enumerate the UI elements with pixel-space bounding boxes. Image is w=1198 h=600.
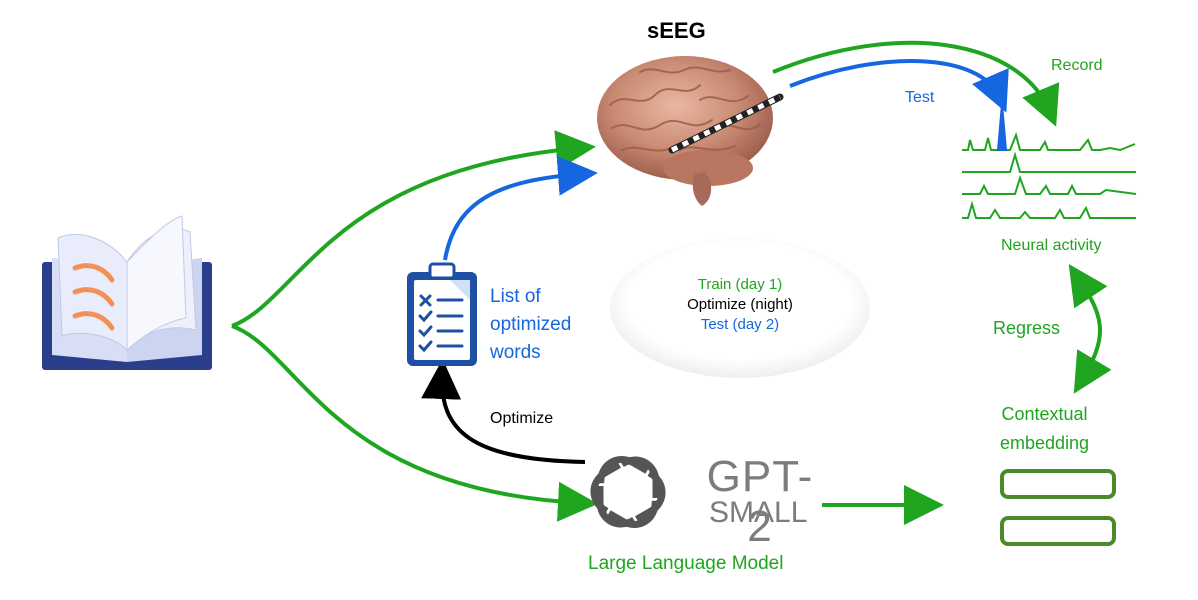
arrow-record bbox=[772, 40, 1060, 127]
schedule-test: Test (day 2) bbox=[700, 316, 780, 333]
trace-1 bbox=[962, 131, 1136, 152]
seeg-title: sEEG bbox=[647, 18, 706, 43]
test-spike bbox=[996, 103, 1008, 151]
gpt2-main-text: GPT-2 bbox=[706, 452, 814, 551]
arrow-optimize bbox=[421, 359, 586, 464]
gpt2-sub-text: SMALL bbox=[709, 496, 808, 529]
arrow-list-to-brain bbox=[443, 155, 598, 261]
electrode-icon bbox=[668, 93, 784, 154]
openai-logo-icon bbox=[590, 456, 666, 528]
trace-4 bbox=[962, 200, 1136, 219]
arrow-book-to-brain bbox=[231, 130, 596, 328]
llm-label: Large Language Model bbox=[588, 553, 784, 574]
regress-label: Regress bbox=[993, 318, 1061, 338]
brain-icon bbox=[597, 56, 773, 206]
clipboard-icon bbox=[407, 262, 477, 366]
contextual-embedding-line1: Contextual bbox=[1001, 404, 1088, 424]
embedding-icon bbox=[1000, 469, 1116, 546]
schedule-optimize: Optimize (night) bbox=[687, 296, 793, 313]
arrow-book-to-llm bbox=[231, 324, 598, 522]
arrow-regress bbox=[1068, 264, 1112, 394]
test-label: Test bbox=[905, 89, 935, 106]
neural-activity-traces bbox=[962, 103, 1137, 219]
schedule-box: Train (day 1) Optimize (night) Test (day… bbox=[610, 237, 870, 377]
schedule-train: Train (day 1) bbox=[697, 276, 783, 293]
gpt2-wordmark: GPT-2 SMALL bbox=[695, 452, 825, 551]
contextual-embedding-line2: embedding bbox=[1000, 433, 1090, 453]
list-of-optimized-words-label: List of optimized words bbox=[490, 286, 572, 363]
optimize-label: Optimize bbox=[490, 410, 554, 427]
contextual-embedding-label: Contextual embedding bbox=[1000, 400, 1089, 458]
neural-activity-label: Neural activity bbox=[1001, 237, 1102, 254]
record-label: Record bbox=[1051, 57, 1103, 74]
schedule-ellipse bbox=[610, 238, 870, 378]
trace-3 bbox=[962, 174, 1137, 195]
trace-2 bbox=[962, 151, 1136, 173]
arrow-test bbox=[789, 59, 1009, 113]
book-icon bbox=[42, 215, 212, 370]
